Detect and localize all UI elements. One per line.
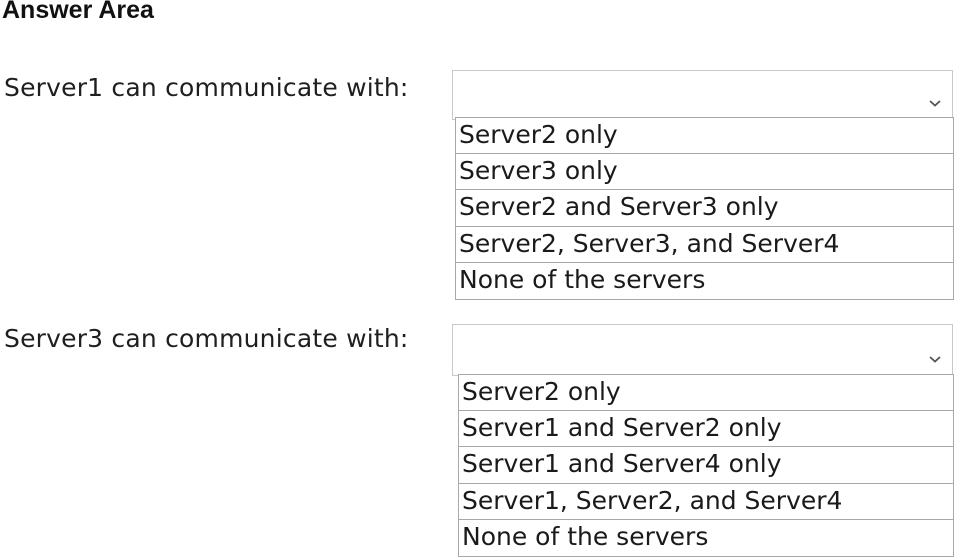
question-2-label: Server3 can communicate with: bbox=[4, 324, 409, 353]
question-1-option-server2-and-server3-only[interactable]: Server2 and Server3 only bbox=[455, 190, 954, 227]
question-2-options-list: Server2 only Server1 and Server2 only Se… bbox=[458, 374, 954, 557]
question-1-options-list: Server2 only Server3 only Server2 and Se… bbox=[455, 117, 954, 300]
question-2-option-server1-and-server2-only[interactable]: Server1 and Server2 only bbox=[458, 410, 954, 447]
question-1-option-server3-only[interactable]: Server3 only bbox=[455, 153, 954, 190]
question-2-option-server2-only[interactable]: Server2 only bbox=[458, 374, 954, 411]
question-2-option-none[interactable]: None of the servers bbox=[458, 520, 954, 557]
chevron-down-icon[interactable] bbox=[928, 98, 942, 108]
question-1-label: Server1 can communicate with: bbox=[4, 73, 409, 102]
question-1-option-server2-only[interactable]: Server2 only bbox=[455, 117, 954, 154]
question-1-option-server2-server3-server4[interactable]: Server2, Server3, and Server4 bbox=[455, 226, 954, 263]
question-2-dropdown[interactable] bbox=[452, 324, 953, 376]
question-2-option-server1-server2-server4[interactable]: Server1, Server2, and Server4 bbox=[458, 483, 954, 520]
chevron-down-icon[interactable] bbox=[928, 354, 942, 364]
question-1-option-none[interactable]: None of the servers bbox=[455, 263, 954, 300]
answer-area-title: Answer Area bbox=[2, 0, 154, 24]
question-2-option-server1-and-server4-only[interactable]: Server1 and Server4 only bbox=[458, 447, 954, 484]
question-1-dropdown[interactable] bbox=[452, 70, 953, 120]
